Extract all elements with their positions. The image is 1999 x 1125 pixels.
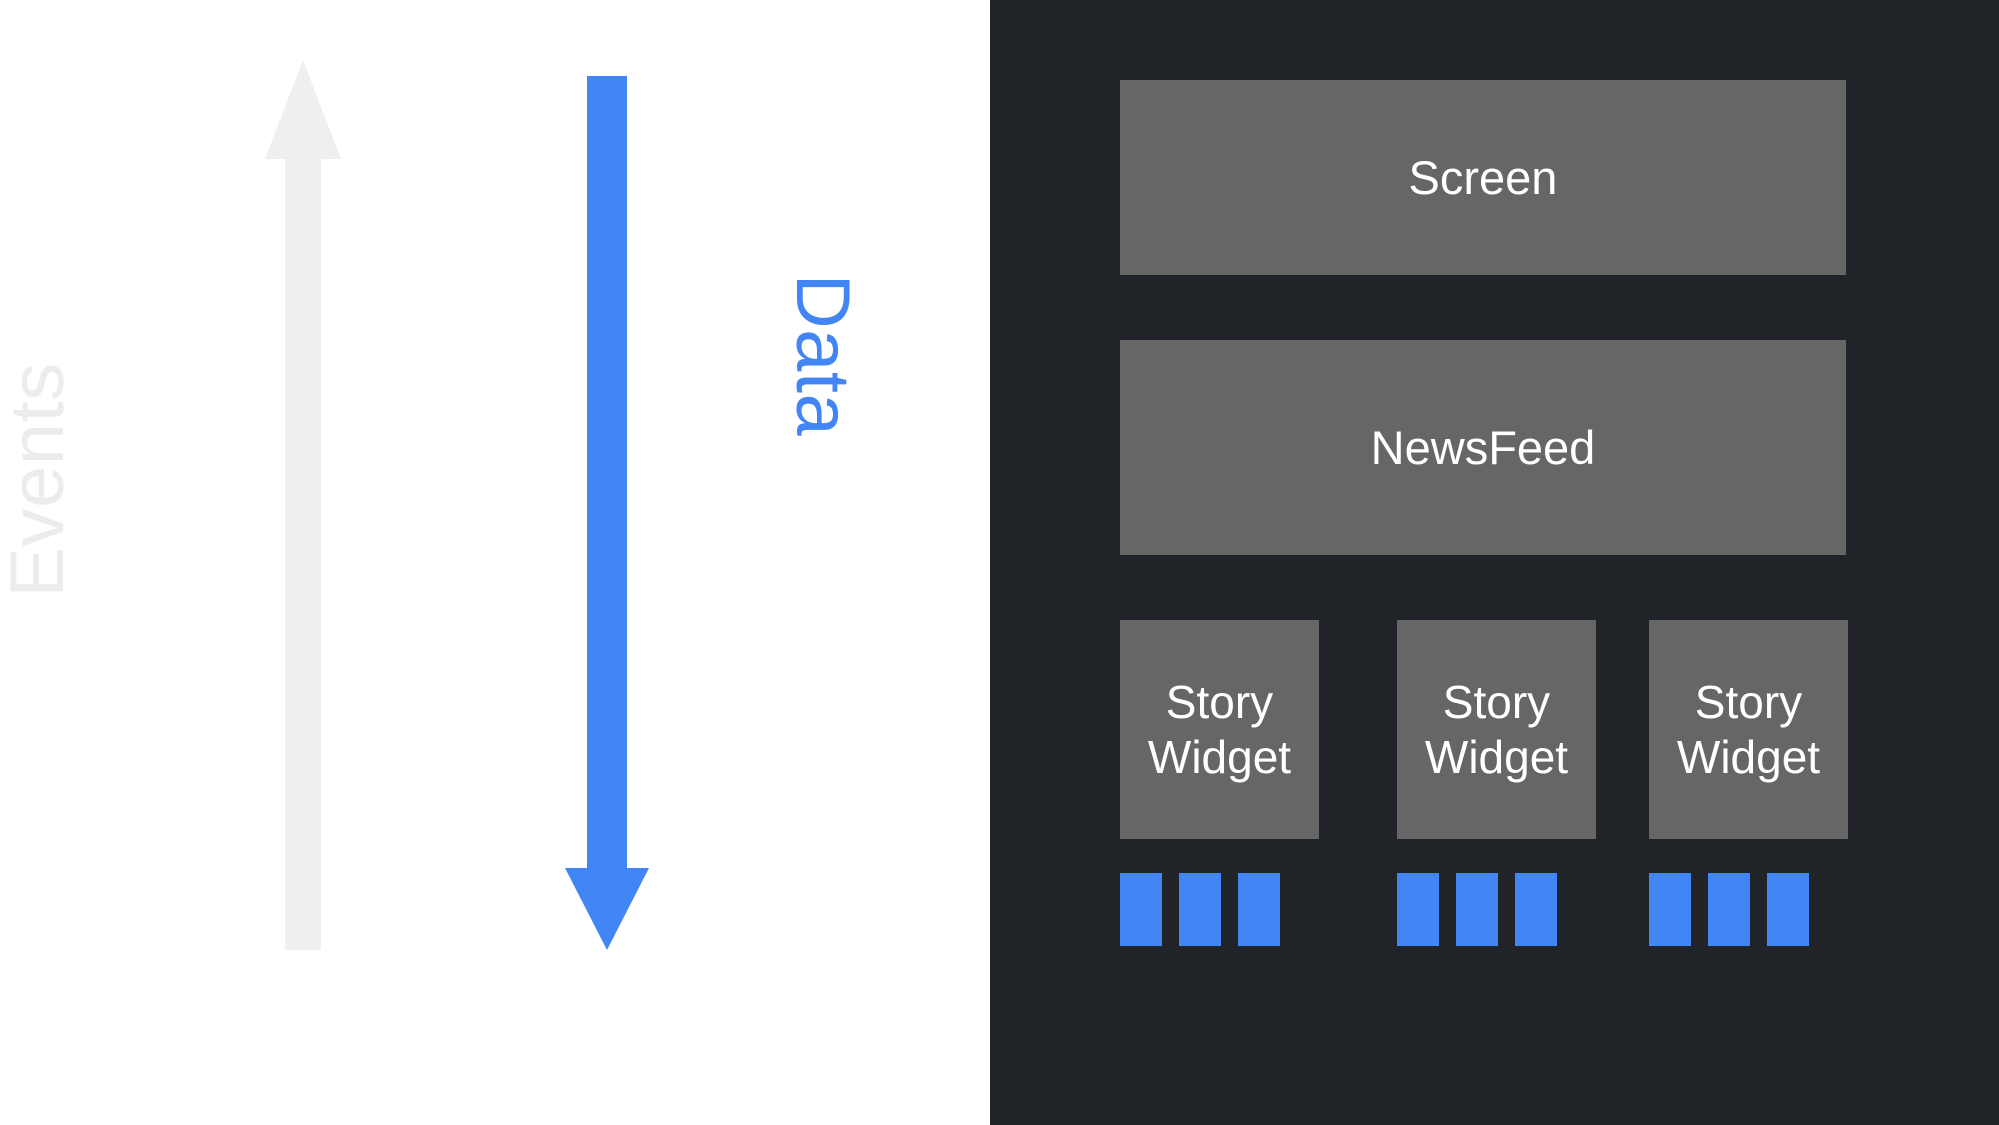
leaf-node[interactable] [1397,873,1439,946]
leaf-node[interactable] [1179,873,1221,946]
story-widget-line1: Story [1694,676,1803,729]
leaf-node[interactable] [1238,873,1280,946]
screen-node[interactable]: Screen [1120,80,1846,275]
story-widget-node[interactable]: Story Widget [1649,620,1848,839]
widget-tree-panel: Screen NewsFeed Story Widget Story Widge… [990,0,1999,1125]
story-widget-line1: Story [1165,676,1274,729]
leaf-node[interactable] [1649,873,1691,946]
story-widget-node[interactable]: Story Widget [1120,620,1319,839]
arrow-down-icon [565,76,649,950]
story-widget-node[interactable]: Story Widget [1397,620,1596,839]
arrow-up-icon [265,60,341,950]
leaf-node[interactable] [1120,873,1162,946]
story-widget-label-2: Story Widget [1677,675,1820,784]
data-flow-label: Data [780,273,865,437]
leaf-node[interactable] [1515,873,1557,946]
leaf-node-group [1120,873,1280,946]
story-widget-line2: Widget [1676,730,1821,783]
leaf-node[interactable] [1456,873,1498,946]
newsfeed-node[interactable]: NewsFeed [1120,340,1846,555]
story-widget-line1: Story [1442,676,1551,729]
leaf-node[interactable] [1708,873,1750,946]
story-widget-line2: Widget [1424,730,1569,783]
leaf-node-group [1397,873,1557,946]
leaf-node-group [1649,873,1809,946]
story-widget-label-1: Story Widget [1425,675,1568,784]
leaf-node[interactable] [1767,873,1809,946]
flow-direction-panel: Events Data [0,0,990,1125]
events-flow-label: Events [0,362,80,598]
story-widget-label-0: Story Widget [1148,675,1291,784]
story-widget-line2: Widget [1147,730,1292,783]
